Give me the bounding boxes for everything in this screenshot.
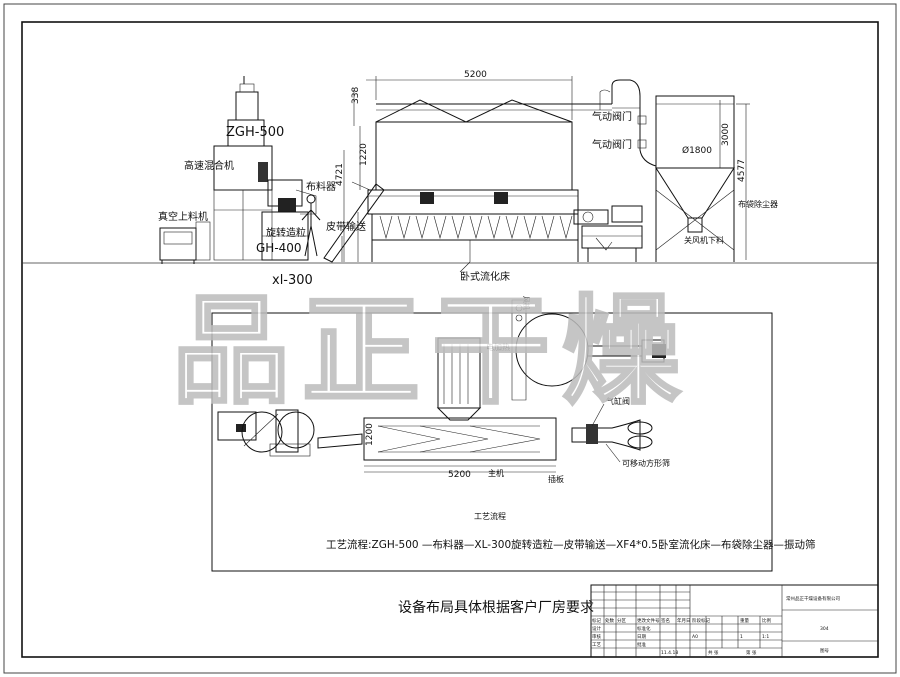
label-fan: 风机 — [522, 296, 531, 310]
tb-review: 审核 — [592, 633, 601, 640]
label-fluid-bed: 卧式流化床 — [460, 270, 510, 283]
bag-filter-drawing — [655, 95, 750, 262]
dim-4577: 4577 — [737, 159, 747, 182]
label-distributor: 布料器 — [306, 180, 336, 193]
label-mobile-sieve: 可移动方形筛 — [622, 458, 670, 468]
dim-4721: 4721 — [335, 163, 345, 186]
tb-approve: 批准 — [637, 641, 646, 648]
label-zgh500: ZGH-500 — [226, 125, 284, 140]
plan-conveyor — [317, 433, 363, 449]
tb-row-count: 处数 — [605, 617, 614, 624]
plant-outline — [211, 312, 773, 572]
exhaust-duct-drawing — [599, 79, 657, 167]
discharge-sieve-drawing — [573, 205, 643, 262]
label-main-machine: 主机 — [488, 468, 504, 478]
tb-row-change-doc: 更改文件号 — [637, 617, 660, 624]
plan-fluid-bed — [363, 417, 557, 467]
label-electric-heater: 电加热 — [486, 342, 510, 352]
label-pneumatic-valve-2: 气动阀门 — [592, 138, 632, 151]
dim-338: 338 — [351, 87, 361, 104]
dim-1200: 1200 — [365, 423, 375, 446]
label-airlock-discharge: 关风机下料 — [684, 235, 724, 245]
process-title: 工艺流程 — [474, 511, 506, 521]
plan-heater — [436, 337, 482, 421]
watermark-logo: 品正干燥 — [172, 282, 692, 420]
tb-row-zone: 分区 — [617, 617, 626, 624]
fluid-bed-drawing — [351, 76, 612, 262]
tb-row-date: 年月日 — [677, 617, 691, 624]
tb-stage-val-0: A0 — [692, 634, 698, 640]
tb-company: 常州品正干燥设备有限公司 — [786, 595, 840, 602]
tb-sig-code: 11.4.18 — [661, 650, 678, 656]
dim-1800: Ø1800 — [682, 145, 712, 156]
plan-bag-filter — [571, 419, 653, 451]
dim-1220: 1220 — [359, 143, 369, 166]
label-high-speed-mixer: 高速混合机 — [184, 159, 234, 172]
label-gh400: GH-400 — [256, 241, 302, 255]
label-bag-filter: 布袋除尘器 — [738, 199, 778, 209]
label-cylinder-valve: 气缸阀 — [606, 396, 630, 406]
elevation-view: 5200 338 1220 4721 Ø1800 3000 4577 ZGH-5… — [158, 70, 778, 288]
drawing-border — [21, 21, 879, 658]
vacuum-feeder-drawing — [159, 221, 211, 264]
tb-stage-mark: 阶段标记 — [692, 617, 710, 624]
plan-fan — [511, 299, 666, 401]
layout-note: 设备布局具体根据客户厂房要求 — [398, 599, 594, 616]
label-belt-conveyor: 皮带输送 — [326, 220, 366, 233]
label-plug-board: 插板 — [548, 474, 564, 484]
label-rotary-granulator: 旋转造粒 — [266, 226, 306, 239]
tb-standardize: 标准化 — [637, 625, 651, 632]
tb-weight: 重量 — [740, 617, 749, 624]
tb-sheet-total: 共 张 — [708, 649, 719, 656]
tb-drawing-no: 304 — [820, 626, 829, 632]
label-pneumatic-valve-1: 气动阀门 — [592, 110, 632, 123]
label-vacuum-feeder: 真空上料机 — [158, 210, 208, 223]
dim-5200-plan: 5200 — [448, 470, 471, 480]
title-block: 常州品正干燥设备有限公司 304 图号 标记 处数 分区 更改文件号 签名 年月… — [590, 584, 879, 658]
tb-row-sign: 签名 — [661, 617, 670, 624]
tb-stage-val-2: 1 — [740, 634, 743, 640]
tb-stage-val-3: 1:1 — [762, 634, 769, 640]
plan-mixer-drawing — [217, 409, 315, 457]
tb-design: 设计 — [592, 625, 601, 632]
high-speed-mixer-drawing — [213, 76, 273, 261]
process-flow: 工艺流程:ZGH-500 —布料器—XL-300旋转造粒—皮带输送—XF4*0.… — [326, 538, 815, 551]
plan-view: 5200 1200 电加热 风机 主机 插板 气缸阀 可移动方形筛 工艺流程 工… — [211, 296, 815, 572]
dim-3000: 3000 — [721, 123, 731, 146]
tb-sheet-no: 第 张 — [746, 649, 757, 656]
dim-5200-top: 5200 — [464, 70, 487, 80]
tb-process: 工艺 — [592, 642, 601, 648]
tb-date: 日期 — [637, 634, 646, 640]
tb-scale: 比例 — [762, 617, 771, 624]
label-xl300: xl-300 — [272, 273, 313, 288]
tb-row-mark: 标记 — [592, 617, 601, 624]
tb-drawing-no-label: 图号 — [820, 648, 829, 654]
operator-figure — [301, 194, 321, 257]
